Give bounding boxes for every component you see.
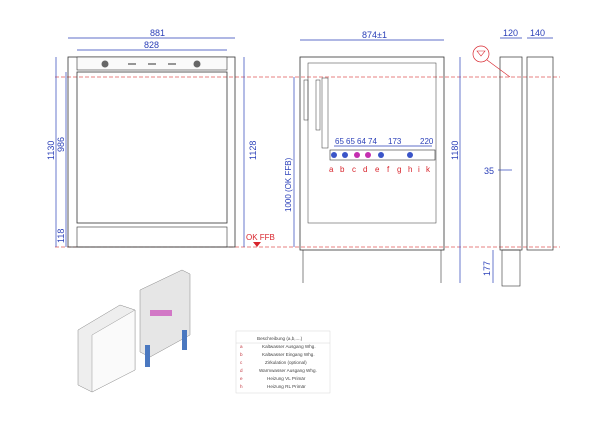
front-view: 881 828 1130 986 118 1128 OK FFB [46,28,275,248]
dim-open-width: 874±1 [362,30,387,40]
isometric-open-cabinet [139,269,191,367]
dim-open-height: 1180 [450,141,460,160]
outlet-f: f [387,165,390,174]
legend-text: Heizung VL Primär [267,376,306,381]
outlet-h: h [408,165,412,174]
outlet-i: i [418,165,420,174]
outlet-d: d [363,165,367,174]
legend-text: Heizung RL Primär [267,384,306,389]
outlet-e: e [375,165,380,174]
outlet-c: c [352,165,356,174]
legend-key: e [240,376,243,381]
manifold-bar [329,149,436,161]
spacing-4: 74 [368,137,377,146]
legend-key: h [240,384,243,389]
outlet-a: a [329,165,334,174]
legend-key: c [240,360,243,365]
outlet-b: b [340,165,345,174]
isometric-closed-cabinet [77,304,136,393]
floor-label: OK FFB [246,233,275,242]
dim-width-inner: 828 [144,40,159,50]
open-view: 874±1 65 65 64 74 173 220 a b c d e f g … [284,30,461,283]
dim-height-door: 986 [56,137,66,152]
level-symbol-icon [472,45,490,63]
legend-table: Beschreibung (a,b,....) a Kaltwasser Aus… [235,330,331,394]
dim-floor-height: 1000 (OK FFB) [284,157,293,212]
front-door [76,71,228,224]
dim-depth-2: 140 [530,28,545,38]
legend-key: a [240,344,243,349]
legend-text: Kaltwasser Eingang Whg. [262,352,315,357]
dim-height-total: 1130 [46,141,56,160]
outlet-g: g [397,165,401,174]
dim-height-inner: 1128 [248,141,258,160]
legend-text: Kaltwasser Ausgang Whg. [262,344,316,349]
spacing-1: 65 [335,137,344,146]
legend-text: Warmwasser Ausgang Whg. [259,368,317,373]
legend-key: b [240,352,243,357]
dim-floor-gap: 177 [482,261,492,276]
legend-header: Beschreibung (a,b,....) [257,336,303,341]
dim-height-plinth: 118 [56,229,66,243]
legend-text: Zirkulation (optional) [265,360,307,365]
side-view: 120 140 35 177 [472,28,554,287]
spacing-3: 64 [357,137,366,146]
spacing-2: 65 [346,137,355,146]
outlet-k: k [426,165,431,174]
floor-marker-icon [253,242,261,247]
spacing-5: 173 [388,137,402,146]
spacing-6: 220 [420,137,434,146]
dim-width-outer: 881 [150,28,165,38]
dim-depth-1: 120 [503,28,518,38]
dim-offset: 35 [484,166,494,176]
plinth [76,226,228,248]
legend-key: d [240,368,243,373]
